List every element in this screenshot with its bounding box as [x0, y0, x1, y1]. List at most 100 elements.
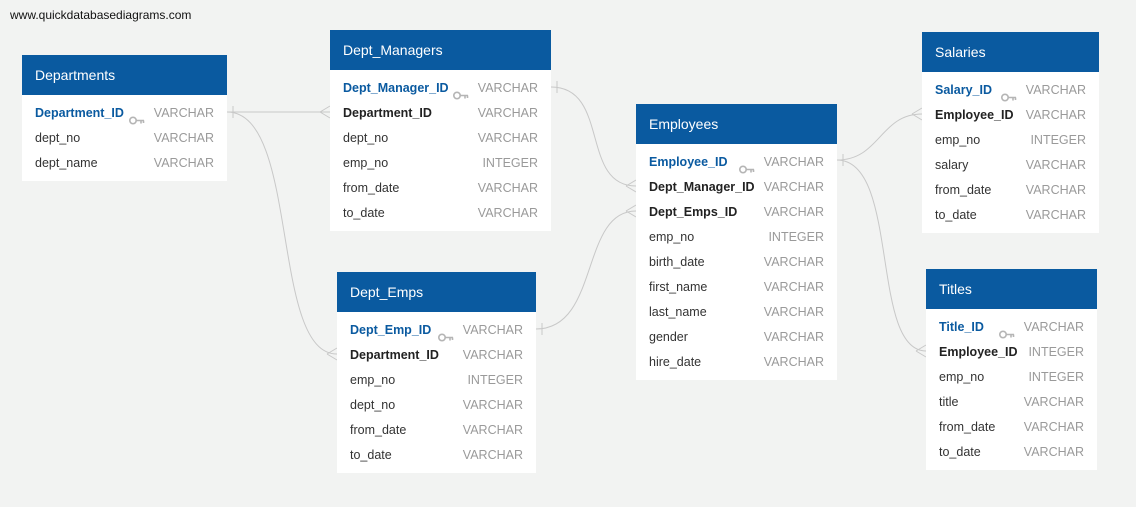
column-row[interactable]: Dept_Manager_ID VARCHAR: [330, 76, 551, 101]
column-row[interactable]: Dept_Emp_ID VARCHAR: [337, 318, 536, 343]
link-dept-managers-employees: [550, 86, 637, 187]
column-row[interactable]: dept_no VARCHAR: [22, 126, 227, 151]
table-title[interactable]: Departments: [22, 55, 227, 95]
column-row[interactable]: Employee_ID INTEGER: [926, 340, 1097, 365]
column-name: from_date: [935, 183, 992, 197]
column-type: VARCHAR: [1025, 208, 1086, 222]
table-title[interactable]: Dept_Managers: [330, 30, 551, 70]
column-name: from_date: [350, 423, 407, 437]
column-name: dept_no: [35, 131, 81, 145]
site-url[interactable]: www.quickdatabasediagrams.com: [10, 8, 192, 22]
column-name: emp_no: [935, 133, 981, 147]
column-name: from_date: [343, 181, 400, 195]
column-type: INTEGER: [1028, 370, 1084, 384]
column-type: VARCHAR: [153, 106, 214, 120]
column-name: gender: [649, 330, 688, 344]
link-employees-salaries: [836, 113, 923, 161]
column-name: emp_no: [649, 230, 695, 244]
key-icon: [738, 158, 755, 174]
link-departments-dept-emps: [226, 111, 338, 355]
column-row[interactable]: birth_date VARCHAR: [636, 250, 837, 275]
column-name: hire_date: [649, 355, 702, 369]
key-icon: [128, 109, 145, 125]
column-name: Salary_ID: [935, 83, 992, 97]
column-type: VARCHAR: [477, 106, 538, 120]
column-type: VARCHAR: [1023, 445, 1084, 459]
column-type: VARCHAR: [1025, 108, 1086, 122]
table-title[interactable]: Salaries: [922, 32, 1099, 72]
column-type: INTEGER: [1028, 345, 1084, 359]
column-type: VARCHAR: [477, 81, 538, 95]
column-name: birth_date: [649, 255, 705, 269]
column-name: Title_ID: [939, 320, 984, 334]
column-name: first_name: [649, 280, 708, 294]
column-type: VARCHAR: [477, 131, 538, 145]
column-name: Dept_Emp_ID: [350, 323, 432, 337]
column-type: INTEGER: [482, 156, 538, 170]
column-name: Employee_ID: [649, 155, 728, 169]
column-name: salary: [935, 158, 969, 172]
column-name: dept_no: [350, 398, 396, 412]
column-row[interactable]: to_date VARCHAR: [922, 203, 1099, 228]
column-name: Department_ID: [350, 348, 439, 362]
column-name: Employee_ID: [939, 345, 1018, 359]
table-title[interactable]: Dept_Emps: [337, 272, 536, 312]
table-title[interactable]: Titles: [926, 269, 1097, 309]
column-name: last_name: [649, 305, 707, 319]
column-row[interactable]: Title_ID VARCHAR: [926, 315, 1097, 340]
column-name: to_date: [343, 206, 385, 220]
column-type: INTEGER: [1030, 133, 1086, 147]
column-row[interactable]: emp_no INTEGER: [926, 365, 1097, 390]
column-type: VARCHAR: [1023, 420, 1084, 434]
column-row[interactable]: Salary_ID VARCHAR: [922, 78, 1099, 103]
link-dept-emps-employees: [535, 210, 637, 330]
column-name: Dept_Manager_ID: [343, 81, 449, 95]
column-type: VARCHAR: [153, 156, 214, 170]
column-type: VARCHAR: [763, 355, 824, 369]
column-type: VARCHAR: [462, 323, 523, 337]
column-name: to_date: [935, 208, 977, 222]
column-type: VARCHAR: [1023, 320, 1084, 334]
key-icon: [1000, 86, 1017, 102]
column-type: VARCHAR: [1025, 83, 1086, 97]
column-type: VARCHAR: [153, 131, 214, 145]
column-type: VARCHAR: [763, 255, 824, 269]
table-title[interactable]: Employees: [636, 104, 837, 144]
column-name: emp_no: [939, 370, 985, 384]
column-row[interactable]: emp_no INTEGER: [922, 128, 1099, 153]
column-row[interactable]: hire_date VARCHAR: [636, 350, 837, 375]
